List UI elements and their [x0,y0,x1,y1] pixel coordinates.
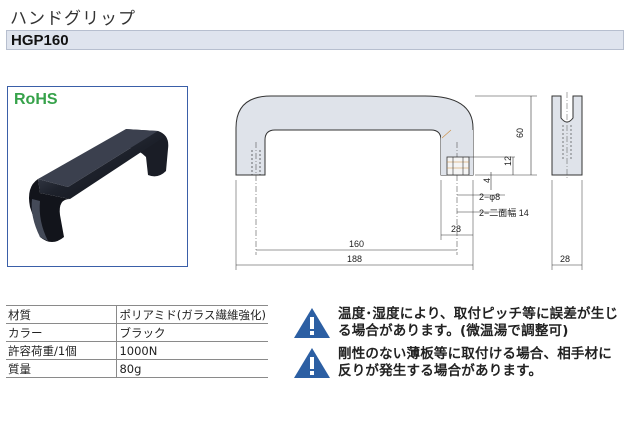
dim-28-slot: 28 [451,224,461,234]
dim-counterbore: 2−二面幅 14 [479,207,529,218]
rohs-badge: RoHS [14,91,58,108]
spec-key: 質量 [6,359,118,378]
dim-60: 60 [515,128,525,138]
spec-key: カラー [6,323,118,342]
spec-table: 材質 ポリアミド(ガラス繊維強化) カラー ブラック 許容荷重/1個 1000N… [6,305,268,378]
handle-photo-illustration [29,129,169,242]
warning-note-2: 剛性のない薄板等に取付ける場合、相手材に反りが発生する場合があります。 [292,346,624,382]
spec-row: カラー ブラック [6,323,268,342]
spec-value: ポリアミド(ガラス繊維強化) [119,308,266,322]
spec-row: 材質 ポリアミド(ガラス繊維強化) [6,305,268,324]
warning-text: 剛性のない薄板等に取付ける場合、相手材に反りが発生する場合があります。 [338,346,612,379]
model-number: HGP160 [11,32,69,49]
warning-text: 温度･湿度により、取付ピッチ等に誤差が生じる場合があります。(微温湯で調整可) [338,306,619,339]
model-bar: HGP160 [6,30,624,50]
dim-188: 188 [347,254,362,264]
spec-value: 80g [119,362,142,376]
spec-value: 1000N [119,344,158,358]
dimension-drawing: 60 12 4 2−φ8 2−二面幅 14 28 160 188 28 [235,92,583,270]
dim-12: 12 [503,156,513,166]
product-photo: RoHS [7,86,188,267]
warning-note-1: 温度･湿度により、取付ピッチ等に誤差が生じる場合があります。(微温湯で調整可) [292,306,624,342]
spec-key: 許容荷重/1個 [6,341,118,360]
spec-row: 許容荷重/1個 1000N [6,341,268,360]
spec-row: 質量 80g [6,359,268,378]
spec-value: ブラック [119,326,166,340]
dim-4: 4 [482,178,492,183]
dim-160: 160 [349,239,364,249]
dim-28-side: 28 [560,254,570,264]
warning-icon [292,306,334,342]
dim-hole: 2−φ8 [479,192,500,202]
spec-key: 材質 [6,305,118,324]
page-title: ハンドグリップ [10,9,136,29]
warning-icon [292,346,334,382]
